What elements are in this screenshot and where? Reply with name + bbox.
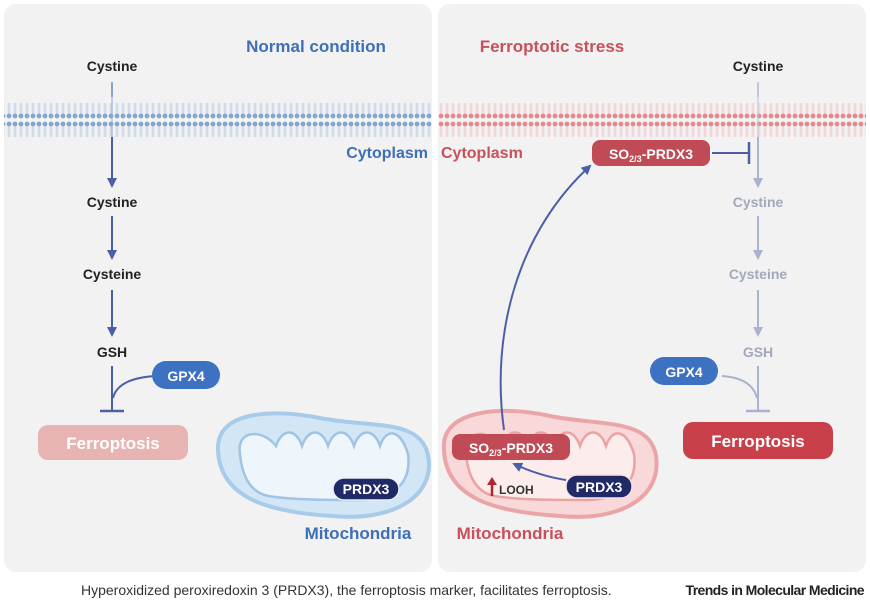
- so-prefix: SO: [609, 146, 629, 162]
- left-gpx4-pill: [152, 361, 220, 389]
- right-gpx4-pill: [650, 357, 718, 385]
- right-mito-so-prdx3-pill: [452, 434, 570, 460]
- mito-so-subscript: 2/3: [489, 448, 502, 458]
- left-ferroptosis-pill: [38, 425, 188, 460]
- left-prdx3-pill: [332, 477, 400, 501]
- left-cystine-extracellular: Cystine: [87, 58, 138, 74]
- right-mito-so-prdx3-label: SO2/3-PRDX3: [469, 440, 553, 458]
- right-ferroptosis-pill: [683, 422, 833, 459]
- right-export-arrow: [499, 164, 592, 431]
- looh-label: LOOH: [499, 483, 534, 497]
- mito-so-suffix: -PRDX3: [502, 440, 554, 456]
- right-cystine-intracellular: Cystine: [733, 194, 784, 210]
- right-oxidation-arrow: [512, 462, 567, 481]
- right-cysteine: Cysteine: [729, 266, 788, 282]
- right-cystine-extracellular: Cystine: [733, 58, 784, 74]
- left-gsh: GSH: [97, 344, 127, 360]
- right-gsh: GSH: [743, 344, 773, 360]
- right-ferroptosis-label: Ferroptosis: [711, 432, 805, 451]
- left-gpx4-label: GPX4: [167, 368, 205, 384]
- diagram-canvas: Normal condition Cystine Cytoplasm Cysti…: [4, 4, 866, 572]
- so-subscript: 2/3: [629, 154, 642, 164]
- left-cystine-intracellular: Cystine: [87, 194, 138, 210]
- right-so-prdx3-label: SO2/3-PRDX3: [609, 146, 693, 164]
- left-cytoplasm-label: Cytoplasm: [346, 145, 428, 162]
- mito-so-prefix: SO: [469, 440, 489, 456]
- left-mitochondria-label: Mitochondria: [305, 524, 412, 543]
- right-prdx3-label: PRDX3: [576, 479, 623, 495]
- right-mitochondria-label: Mitochondria: [457, 524, 564, 543]
- right-gpx4-label: GPX4: [665, 364, 703, 380]
- journal-name: Trends in Molecular Medicine: [685, 582, 865, 598]
- left-gpx4-connector: [112, 375, 157, 399]
- left-cysteine: Cysteine: [83, 266, 142, 282]
- right-title: Ferroptotic stress: [480, 37, 625, 56]
- looh-up-arrow-head: [487, 477, 497, 485]
- right-so-prdx3-pill: [592, 140, 710, 166]
- left-ferroptosis-label: Ferroptosis: [66, 434, 160, 453]
- left-membrane: [4, 97, 432, 137]
- right-membrane: [438, 97, 866, 137]
- left-prdx3-label: PRDX3: [343, 481, 390, 497]
- figure-caption: Hyperoxidized peroxiredoxin 3 (PRDX3), t…: [81, 582, 612, 598]
- left-title: Normal condition: [246, 37, 386, 56]
- right-cytoplasm-label: Cytoplasm: [441, 145, 523, 162]
- so-suffix: -PRDX3: [642, 146, 694, 162]
- right-prdx3-pill: [565, 474, 633, 499]
- right-gpx4-connector: [721, 375, 758, 399]
